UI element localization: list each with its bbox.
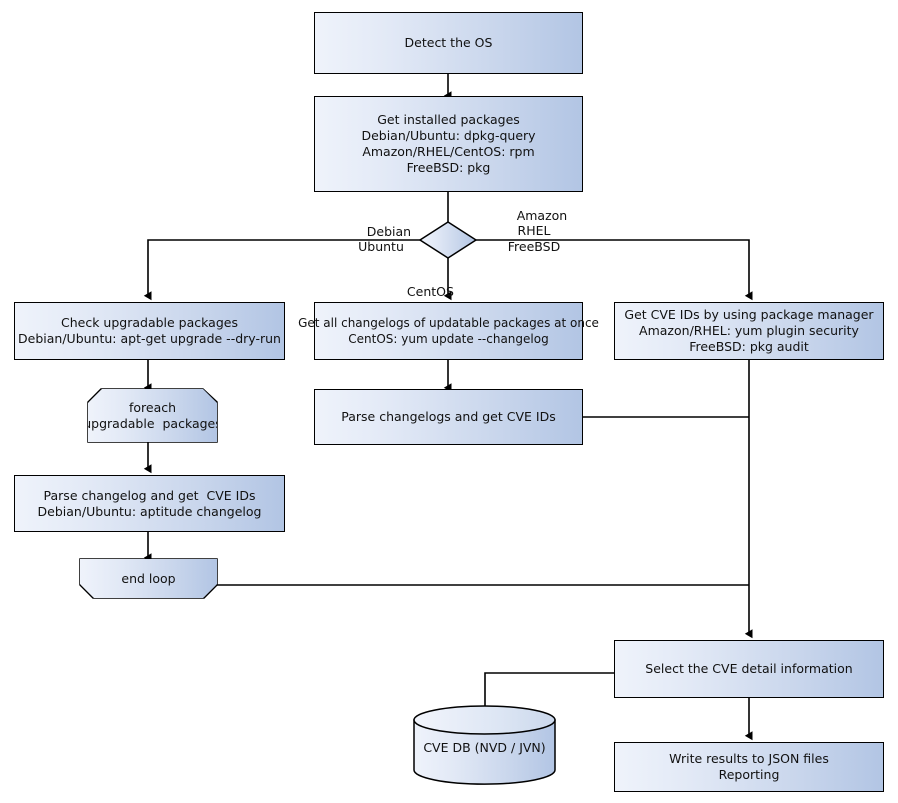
edge-db-to-selectcve [484, 672, 614, 712]
node-detect-os-label: Detect the OS [404, 35, 493, 50]
decision-diamond-shape [418, 221, 478, 259]
node-get-installed-packages[interactable]: Get installed packages Debian/Ubuntu: dp… [314, 96, 583, 192]
node-parse-changelog-left-label: Parse changelog and get CVE IDs Debian/U… [37, 487, 262, 519]
edge-label-amazon-rhel-freebsd: Amazon RHEL FreeBSD [494, 192, 574, 270]
node-parse-changelogs-center[interactable]: Parse changelogs and get CVE IDs [314, 389, 583, 445]
node-foreach-loop-start[interactable]: foreach upgradable packages [88, 389, 217, 442]
node-detect-os[interactable]: Detect the OS [314, 12, 583, 74]
node-parse-changelog-left[interactable]: Parse changelog and get CVE IDs Debian/U… [14, 475, 285, 532]
node-select-cve-detail[interactable]: Select the CVE detail information [614, 640, 884, 698]
node-end-loop[interactable]: end loop [80, 559, 217, 598]
edge-label-debian-ubuntu: Debian Ubuntu [348, 208, 414, 270]
node-get-installed-packages-label: Get installed packages Debian/Ubuntu: dp… [361, 112, 536, 175]
edge-label-centos: CentOS [391, 268, 454, 315]
edge-label-centos-text: CentOS [406, 283, 454, 299]
node-write-results-json[interactable]: Write results to JSON files Reporting [614, 742, 884, 792]
node-write-results-json-label: Write results to JSON files Reporting [669, 751, 829, 782]
node-get-cve-ids-package-manager[interactable]: Get CVE IDs by using package manager Ama… [614, 302, 884, 360]
node-get-all-changelogs[interactable]: Get all changelogs of updatable packages… [298, 302, 599, 360]
node-cve-db[interactable]: CVE DB (NVD / JVN) [414, 730, 555, 764]
node-select-cve-detail-label: Select the CVE detail information [645, 661, 853, 676]
node-get-cve-ids-package-manager-label: Get CVE IDs by using package manager Ama… [624, 307, 874, 354]
node-check-upgradable-packages[interactable]: Check upgradable packages Debian/Ubuntu:… [14, 302, 285, 360]
cve-db-cylinder-shape [413, 705, 556, 785]
edge-decision-right [476, 239, 753, 301]
node-get-all-changelogs-label: Get all changelogs of updatable packages… [298, 316, 599, 346]
node-cve-db-label: CVE DB (NVD / JVN) [423, 739, 546, 755]
node-foreach-loop-start-label: foreach upgradable packages [83, 399, 222, 431]
edge-decision-left [143, 239, 421, 301]
endloop-shape-outline [79, 558, 218, 599]
edge-label-debian-ubuntu-text: Debian Ubuntu [358, 223, 412, 255]
edge-label-amazon-rhel-freebsd-text: Amazon RHEL FreeBSD [507, 207, 568, 254]
node-check-upgradable-packages-label: Check upgradable packages Debian/Ubuntu:… [18, 315, 281, 346]
node-end-loop-label: end loop [121, 570, 176, 586]
node-parse-changelogs-center-label: Parse changelogs and get CVE IDs [341, 409, 556, 424]
